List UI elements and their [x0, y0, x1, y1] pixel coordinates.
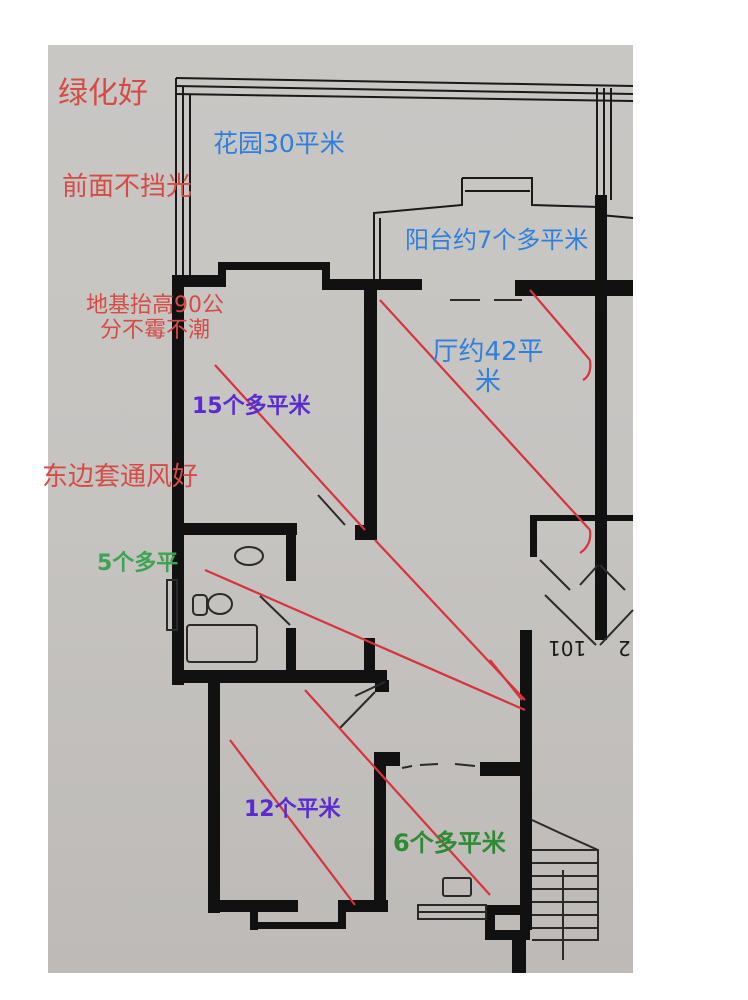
garden-fence — [175, 77, 634, 280]
fixtures — [166, 299, 634, 960]
walls — [172, 195, 633, 973]
annotation-balcony-area: 阳台约7个多平米 — [405, 226, 589, 254]
annotation-foundation-line2: 分不霉不潮 — [99, 318, 210, 344]
unit-number-2: 2 — [618, 636, 631, 660]
balcony-outline — [373, 177, 634, 285]
annotation-second-bedroom-area: 12个平米 — [244, 797, 341, 822]
annotation-garden-area: 花园30平米 — [213, 129, 345, 158]
annotation-living-room: 厅约42平 米 — [418, 337, 558, 398]
annotation-kitchen-area: 6个多平米 — [393, 829, 506, 857]
annotation-foundation-line1: 地基抬高90公 — [86, 293, 224, 318]
highlight-lines — [204, 289, 592, 906]
annotation-bathroom-area: 5个多平 — [97, 551, 179, 576]
annotation-living-room-line2: 米 — [474, 366, 501, 397]
annotation-greenery: 绿化好 — [58, 76, 148, 111]
unit-number-101: 101 — [548, 636, 587, 660]
annotation-east-ventilation: 东边套通风好 — [42, 462, 199, 492]
annotation-no-block-light: 前面不挡光 — [62, 172, 193, 202]
annotation-master-bedroom-area: 15个多平米 — [192, 394, 311, 419]
floor-plan-paper — [48, 45, 633, 973]
annotation-living-room-line1: 厅约42平 — [432, 337, 544, 367]
annotation-foundation: 地基抬高90公 分不霉不潮 — [60, 293, 250, 344]
